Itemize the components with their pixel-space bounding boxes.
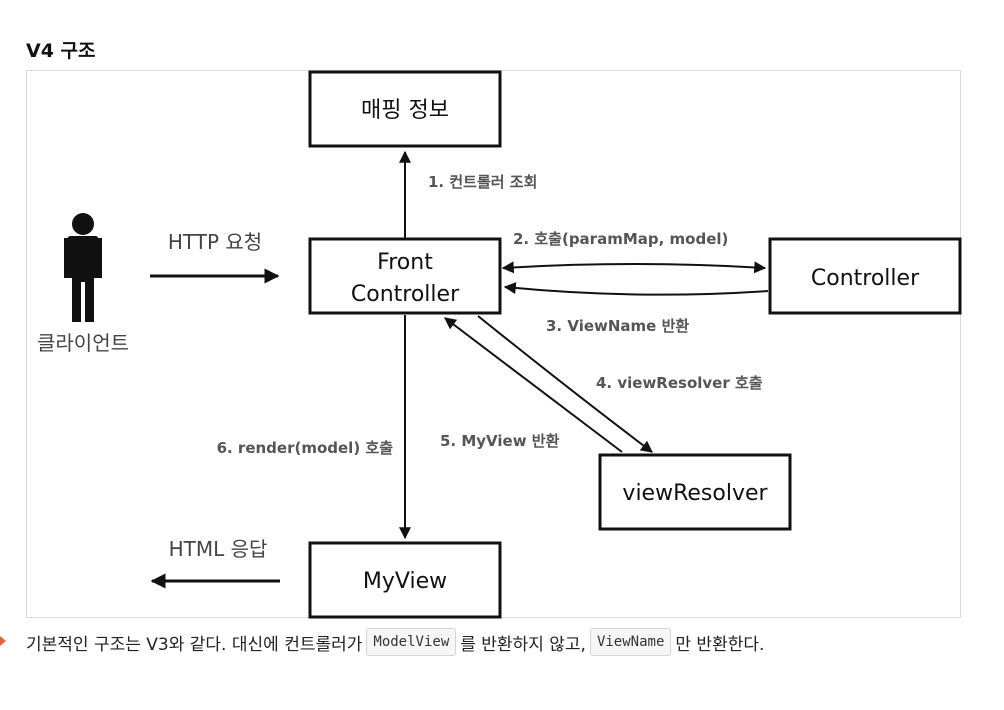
controller-label: Controller (811, 266, 920, 291)
http-request-label: HTTP 요청 (168, 230, 262, 254)
view-resolver-box: viewResolver (598, 453, 792, 531)
my-view-box: MyView (308, 541, 502, 619)
call-controller-edge-label: 2. 호출(paramMap, model) (513, 230, 728, 248)
call-view-resolver-arrow (477, 315, 653, 453)
controller-box: Controller (768, 237, 962, 315)
call-view-resolver-edge-label: 4. viewResolver 호출 (596, 374, 763, 392)
page-title: V4 구조 (26, 40, 96, 62)
mapping-info-box: 매핑 정보 (308, 70, 502, 148)
client-label: 클라이언트 (37, 331, 129, 355)
description-part2: 를 반환하지 않고, (460, 634, 586, 655)
html-response-label: HTML 응답 (169, 537, 268, 561)
description-part3: 만 반환한다. (675, 634, 765, 655)
call-controller-arrow (501, 261, 767, 274)
view-resolver-label: viewResolver (622, 481, 768, 506)
description-part1: 기본적인 구조는 V3와 같다. 대신에 컨트롤러가 (26, 634, 363, 655)
return-view-name-arrow (503, 282, 769, 296)
code-modelview: ModelView (366, 628, 457, 656)
architecture-diagram: 매핑 정보 Front Controller Controller viewRe… (37, 70, 962, 619)
front-controller-label-line2: Controller (351, 282, 460, 307)
lookup-edge-label: 1. 컨트롤러 조회 (428, 173, 537, 191)
bullet-marker (0, 636, 6, 646)
description-line: 기본적인 구조는 V3와 같다. 대신에 컨트롤러가 ModelView 를 반… (26, 628, 764, 656)
code-viewname: ViewName (589, 628, 672, 656)
client-person-icon (64, 213, 102, 322)
return-my-view-arrow (444, 317, 623, 453)
return-view-name-edge-label: 3. ViewName 반환 (546, 317, 689, 335)
mapping-info-label: 매핑 정보 (361, 98, 449, 123)
my-view-label: MyView (363, 569, 447, 594)
front-controller-box: Front Controller (308, 237, 502, 315)
front-controller-label-line1: Front (377, 250, 433, 275)
return-my-view-edge-label: 5. MyView 반환 (440, 432, 560, 450)
render-edge-label: 6. render(model) 호출 (217, 439, 394, 457)
